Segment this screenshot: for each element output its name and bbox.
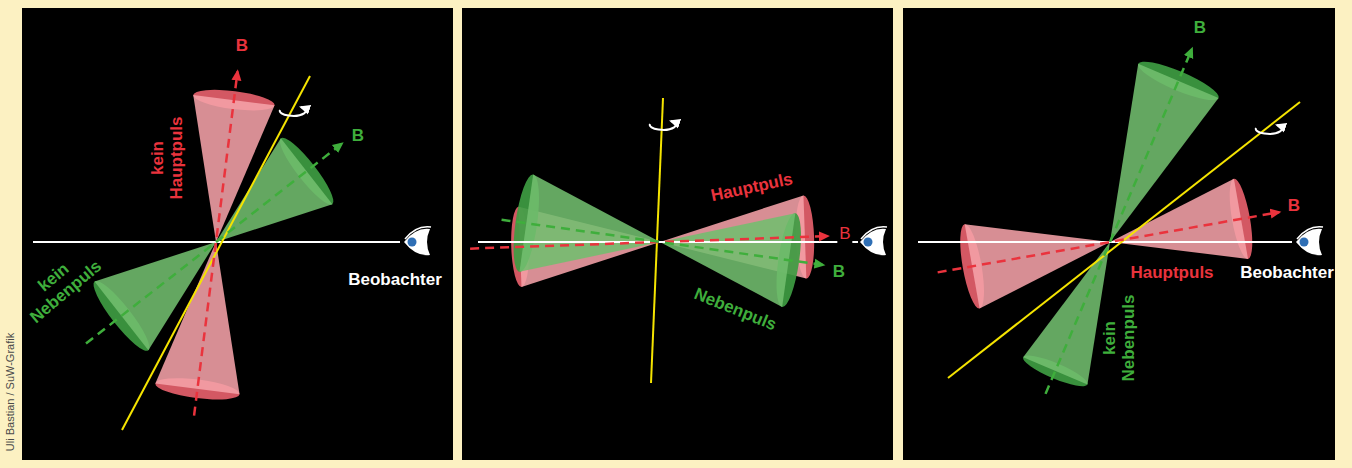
- beam-cone: [1110, 64, 1219, 242]
- beam-cone: [216, 138, 332, 242]
- eye-lid: [405, 227, 431, 239]
- eye-iris: [864, 238, 873, 247]
- axis-label: B: [833, 263, 845, 282]
- observer-eye: [860, 229, 886, 255]
- beam-cone: [519, 175, 660, 272]
- magnetic-axis: [1046, 49, 1193, 394]
- panel-background: [903, 8, 1335, 460]
- pulse-label: Hauptpuls: [1130, 264, 1213, 283]
- beam-cone: [1023, 242, 1110, 385]
- rotation-axis: [122, 76, 310, 430]
- eye-lid: [1297, 227, 1323, 239]
- pulse-label: kein Nebenpuls: [1101, 295, 1138, 382]
- axis-label: B: [236, 37, 248, 56]
- beam-cone: [95, 242, 216, 350]
- pulse-label: kein Hauptpuls: [149, 116, 186, 199]
- eye-iris: [1300, 238, 1309, 247]
- observer-label: Beobachter: [348, 271, 442, 290]
- axis-label: B: [1288, 197, 1300, 216]
- rotation-arrow: [1256, 125, 1282, 134]
- panel-background: [22, 8, 453, 460]
- panel-background: [462, 8, 893, 460]
- magnetic-axis: [502, 220, 824, 265]
- observer-label: Beobachter: [1240, 264, 1334, 283]
- observer-eye: [404, 229, 430, 255]
- observer-eye: [1296, 229, 1322, 255]
- magnetic-axis: [938, 212, 1280, 272]
- magnetic-axis: [86, 143, 342, 343]
- axis-label: B: [352, 127, 364, 146]
- axis-label: B: [837, 225, 852, 244]
- credit-text: Uli Bastian / SuW-Grafik: [4, 333, 16, 451]
- magnetic-axis: [470, 236, 828, 248]
- magnetic-axis: [194, 71, 237, 415]
- eye-iris: [408, 238, 417, 247]
- rotation-arrow: [650, 121, 676, 130]
- beam-cone: [660, 213, 795, 307]
- eye-lid: [861, 227, 887, 239]
- axis-label: B: [1194, 19, 1206, 38]
- rotation-arrow: [280, 107, 306, 116]
